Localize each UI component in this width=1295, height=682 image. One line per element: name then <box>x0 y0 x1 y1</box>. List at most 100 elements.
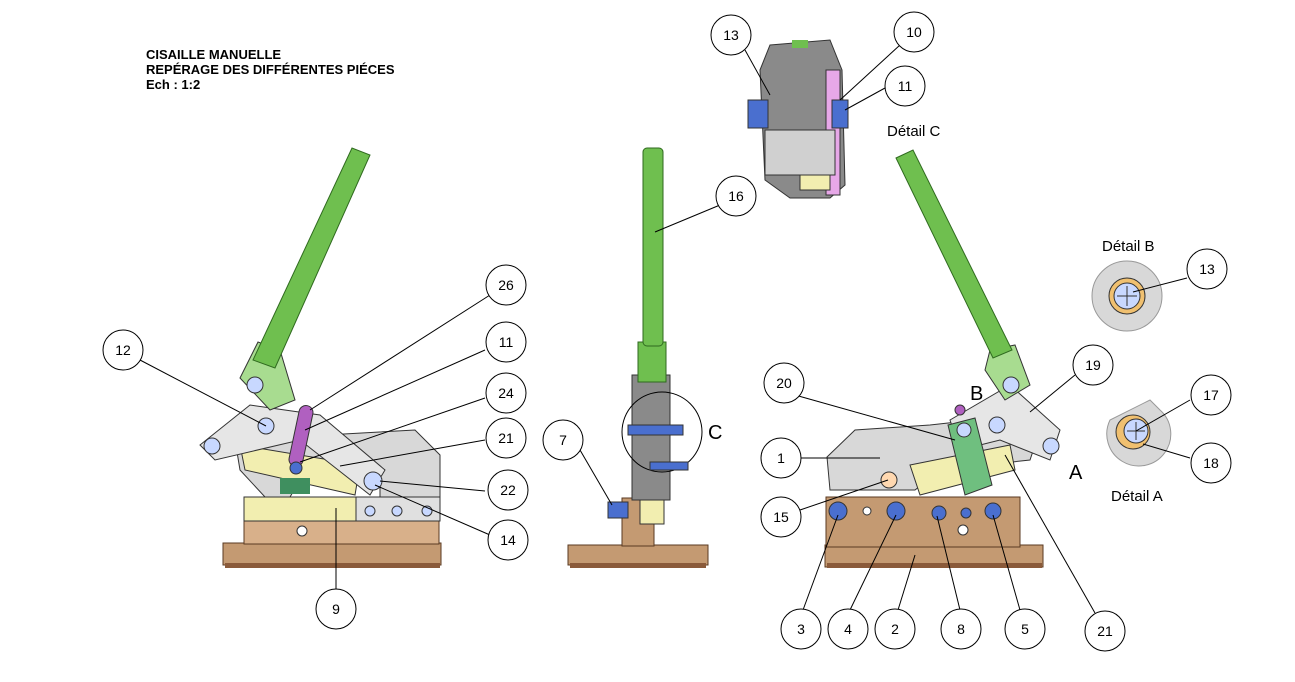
balloon-3: 3 <box>780 608 822 650</box>
leader-5 <box>992 514 1021 611</box>
middle-part-7 <box>607 501 629 519</box>
left-base-foot <box>225 563 440 568</box>
balloon-4-label: 4 <box>844 621 852 637</box>
balloon-11-c: 11 <box>884 65 926 107</box>
left-bolt-1 <box>364 505 376 517</box>
balloon-20: 20 <box>763 362 805 404</box>
balloons: 26 11 12 24 21 22 14 9 7 16 13 10 11 13 … <box>102 11 1232 652</box>
balloon-13-c: 13 <box>710 14 752 56</box>
leader-2 <box>897 554 916 611</box>
leader-13-b <box>1132 277 1188 293</box>
left-view <box>199 147 442 568</box>
leader-10 <box>839 44 901 101</box>
middle-frame <box>631 374 671 501</box>
right-view <box>824 149 1061 568</box>
leader-26 <box>309 294 491 411</box>
right-base-foot <box>827 563 1042 568</box>
balloon-21-left: 21 <box>485 417 527 459</box>
balloon-24: 24 <box>485 372 527 414</box>
middle-base <box>567 544 709 566</box>
balloon-12-label: 12 <box>115 342 131 358</box>
detail-c-bolt-right <box>831 99 849 129</box>
balloon-18-label: 18 <box>1203 455 1219 471</box>
right-pivot-a <box>1042 437 1060 455</box>
balloon-3-label: 3 <box>797 621 805 637</box>
balloon-5-label: 5 <box>1021 621 1029 637</box>
balloon-8: 8 <box>940 608 982 650</box>
balloon-4: 4 <box>827 608 869 650</box>
right-bolt-5 <box>984 502 1002 520</box>
balloon-7: 7 <box>542 419 584 461</box>
leader-21-right <box>1004 454 1096 614</box>
balloon-2-label: 2 <box>891 621 899 637</box>
right-pink-nut <box>954 404 966 416</box>
balloon-17-label: 17 <box>1203 387 1219 403</box>
balloon-26: 26 <box>485 264 527 306</box>
middle-plate <box>639 497 665 525</box>
balloon-10: 10 <box>893 11 935 53</box>
leader-17 <box>1135 399 1191 432</box>
leader-16 <box>654 204 721 233</box>
balloon-1: 1 <box>760 437 802 479</box>
leader-24 <box>299 397 486 463</box>
balloon-22: 22 <box>487 469 529 511</box>
balloon-13-b: 13 <box>1186 248 1228 290</box>
leader-12 <box>139 359 267 427</box>
detail-c-view <box>747 39 849 199</box>
drawing-subtitle: REPÉRAGE DES DIFFÉRENTES PIÉCES <box>146 62 395 77</box>
detail-c-green-tab <box>792 40 808 48</box>
leader-20 <box>794 394 956 441</box>
balloon-13-b-label: 13 <box>1199 261 1215 277</box>
balloon-14: 14 <box>487 519 529 561</box>
leader-7 <box>579 449 613 506</box>
left-pivot-top <box>246 376 264 394</box>
right-bolt-15 <box>880 471 898 489</box>
balloon-2: 2 <box>874 608 916 650</box>
balloon-21-right-label: 21 <box>1097 623 1113 639</box>
balloon-20-label: 20 <box>776 375 792 391</box>
view-letter-a: A <box>1069 462 1083 484</box>
right-handle <box>895 149 1013 359</box>
middle-view <box>567 147 709 568</box>
left-lower-plate <box>243 496 357 522</box>
right-bolt-4 <box>886 501 906 521</box>
leader-11-c <box>844 87 886 111</box>
balloon-12: 12 <box>102 329 144 371</box>
balloon-17: 17 <box>1190 374 1232 416</box>
detail-c-label: Détail C <box>887 123 941 140</box>
leader-3 <box>802 514 839 611</box>
balloon-11-left-label: 11 <box>499 334 514 350</box>
leader-8 <box>936 515 961 611</box>
balloon-11-c-label: 11 <box>898 78 913 94</box>
middle-detail-circle <box>621 391 703 473</box>
leader-19 <box>1029 374 1076 413</box>
balloon-24-label: 24 <box>498 385 514 401</box>
left-pivot-link-bottom <box>289 461 303 475</box>
right-bolt-small <box>960 507 972 519</box>
middle-base-foot <box>570 563 706 568</box>
leader-21-left <box>339 439 486 467</box>
detail-a-label: Détail A <box>1111 488 1163 505</box>
balloon-19: 19 <box>1072 344 1114 386</box>
right-link-20 <box>947 417 993 496</box>
leader-13-c <box>744 49 771 96</box>
balloon-11-left: 11 <box>485 321 527 363</box>
right-bolt-8 <box>931 505 947 521</box>
balloon-16: 16 <box>715 175 757 217</box>
balloon-21-left-label: 21 <box>498 430 514 446</box>
balloon-15: 15 <box>760 496 802 538</box>
left-bolt-4 <box>296 525 308 537</box>
right-bolt-white-2 <box>957 524 969 536</box>
balloon-9: 9 <box>315 588 357 630</box>
middle-handle-socket <box>637 341 667 383</box>
detail-c-roller <box>764 129 836 176</box>
detail-b-view <box>1091 260 1163 332</box>
middle-handle <box>642 147 664 347</box>
leader-18 <box>1142 443 1191 459</box>
balloon-14-label: 14 <box>500 532 516 548</box>
balloon-22-label: 22 <box>500 482 516 498</box>
right-bolt-3 <box>828 501 848 521</box>
left-dark-piece <box>280 478 310 494</box>
leader-15 <box>799 479 889 511</box>
detail-a-view <box>1106 399 1172 467</box>
